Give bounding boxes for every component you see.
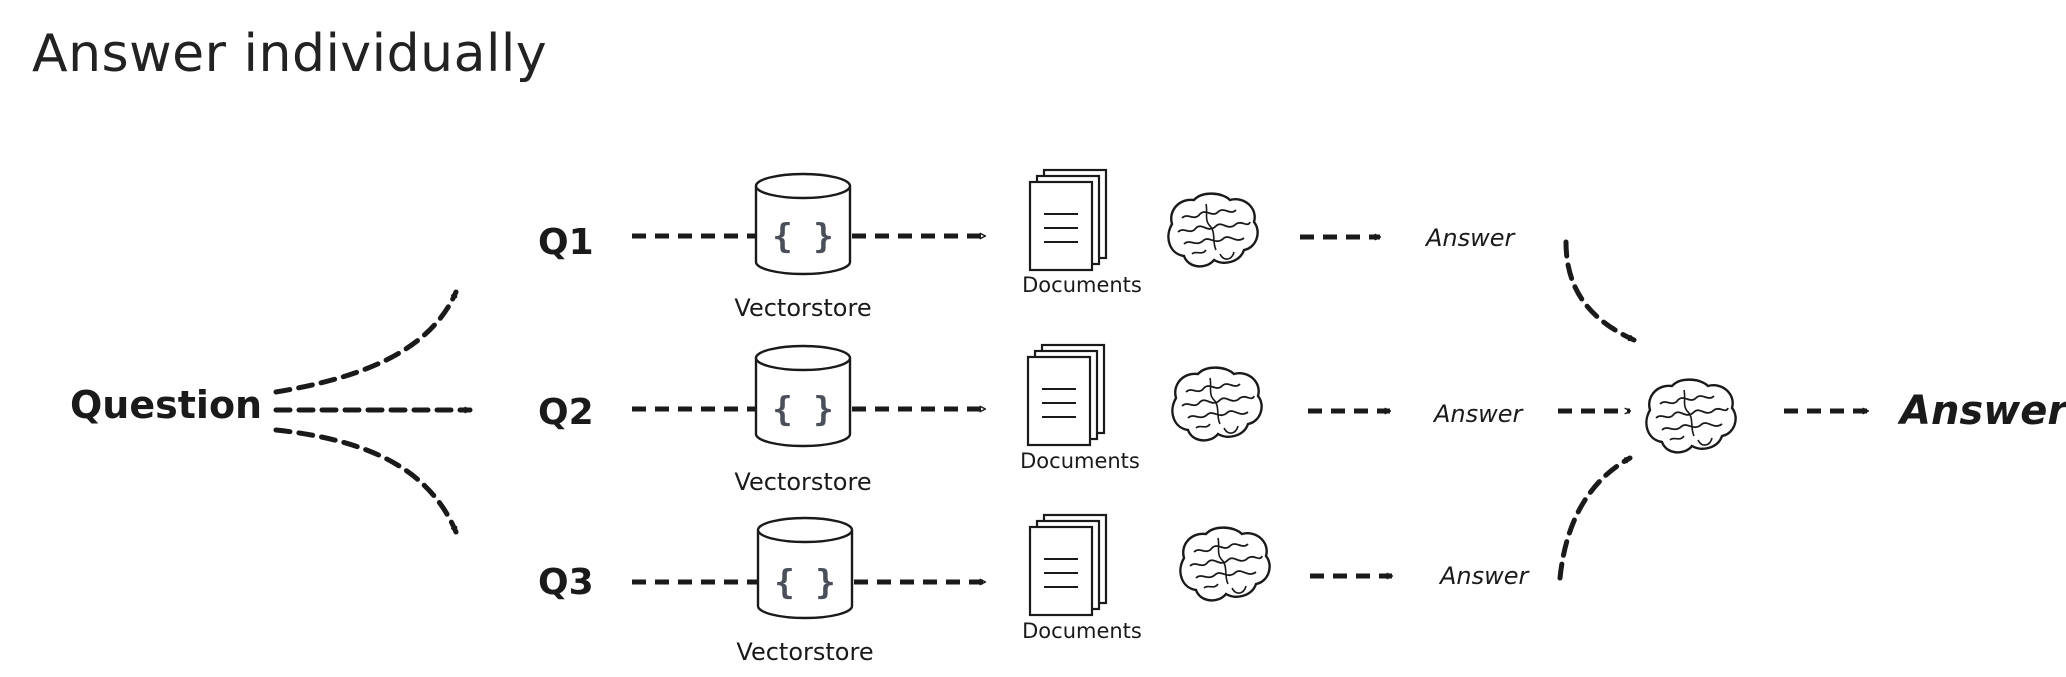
merge-arrow-from-q3 — [1557, 455, 1633, 581]
answer-label-q1: Answer — [1424, 224, 1517, 252]
merge-arrow-from-q1 — [1563, 239, 1637, 343]
query-label-q1: Q1 — [538, 222, 594, 263]
fan-out-arrow-q3 — [273, 427, 459, 535]
documents-label-q3: Documents — [1022, 619, 1142, 643]
brain-icon — [1179, 526, 1271, 602]
documents-label-q2: Documents — [1020, 449, 1140, 473]
brain-icon — [1171, 366, 1263, 442]
documents-icon — [1028, 168, 1108, 272]
brain-icon — [1645, 378, 1737, 454]
vectorstore-label-q2: Vectorstore — [734, 468, 871, 496]
vectorstore-symbol: { } — [772, 390, 833, 430]
fan-out-arrow-q1 — [273, 289, 459, 395]
vectorstore-icon: { } — [756, 516, 854, 620]
documents-icon — [1028, 513, 1108, 617]
merge-arrows — [1557, 239, 1637, 581]
documents-label-q1: Documents — [1022, 273, 1142, 297]
vectorstore-label-q3: Vectorstore — [736, 638, 873, 666]
row-q1: Q1 { } Vectorstore Documents Answer — [538, 168, 1517, 322]
answer-label-q2: Answer — [1432, 400, 1525, 428]
final-answer-label: Answer — [1897, 388, 2066, 434]
vectorstore-label-q1: Vectorstore — [734, 294, 871, 322]
vectorstore-icon: { } — [754, 344, 852, 448]
query-label-q3: Q3 — [538, 562, 594, 603]
page-title: Answer individually — [32, 24, 548, 84]
row-q3: Q3 { } Vectorstore Documents Answer — [538, 513, 1531, 666]
brain-icon — [1167, 192, 1259, 268]
documents-icon — [1026, 343, 1106, 447]
vectorstore-symbol: { } — [772, 217, 833, 257]
question-label: Question — [70, 383, 262, 427]
fan-out-arrows — [273, 289, 473, 535]
answer-label-q3: Answer — [1438, 562, 1531, 590]
row-q2: Q2 { } Vectorstore Documents Answer — [538, 343, 1632, 496]
vectorstore-icon: { } — [754, 172, 852, 276]
vectorstore-symbol: { } — [774, 563, 835, 603]
query-label-q2: Q2 — [538, 392, 594, 433]
